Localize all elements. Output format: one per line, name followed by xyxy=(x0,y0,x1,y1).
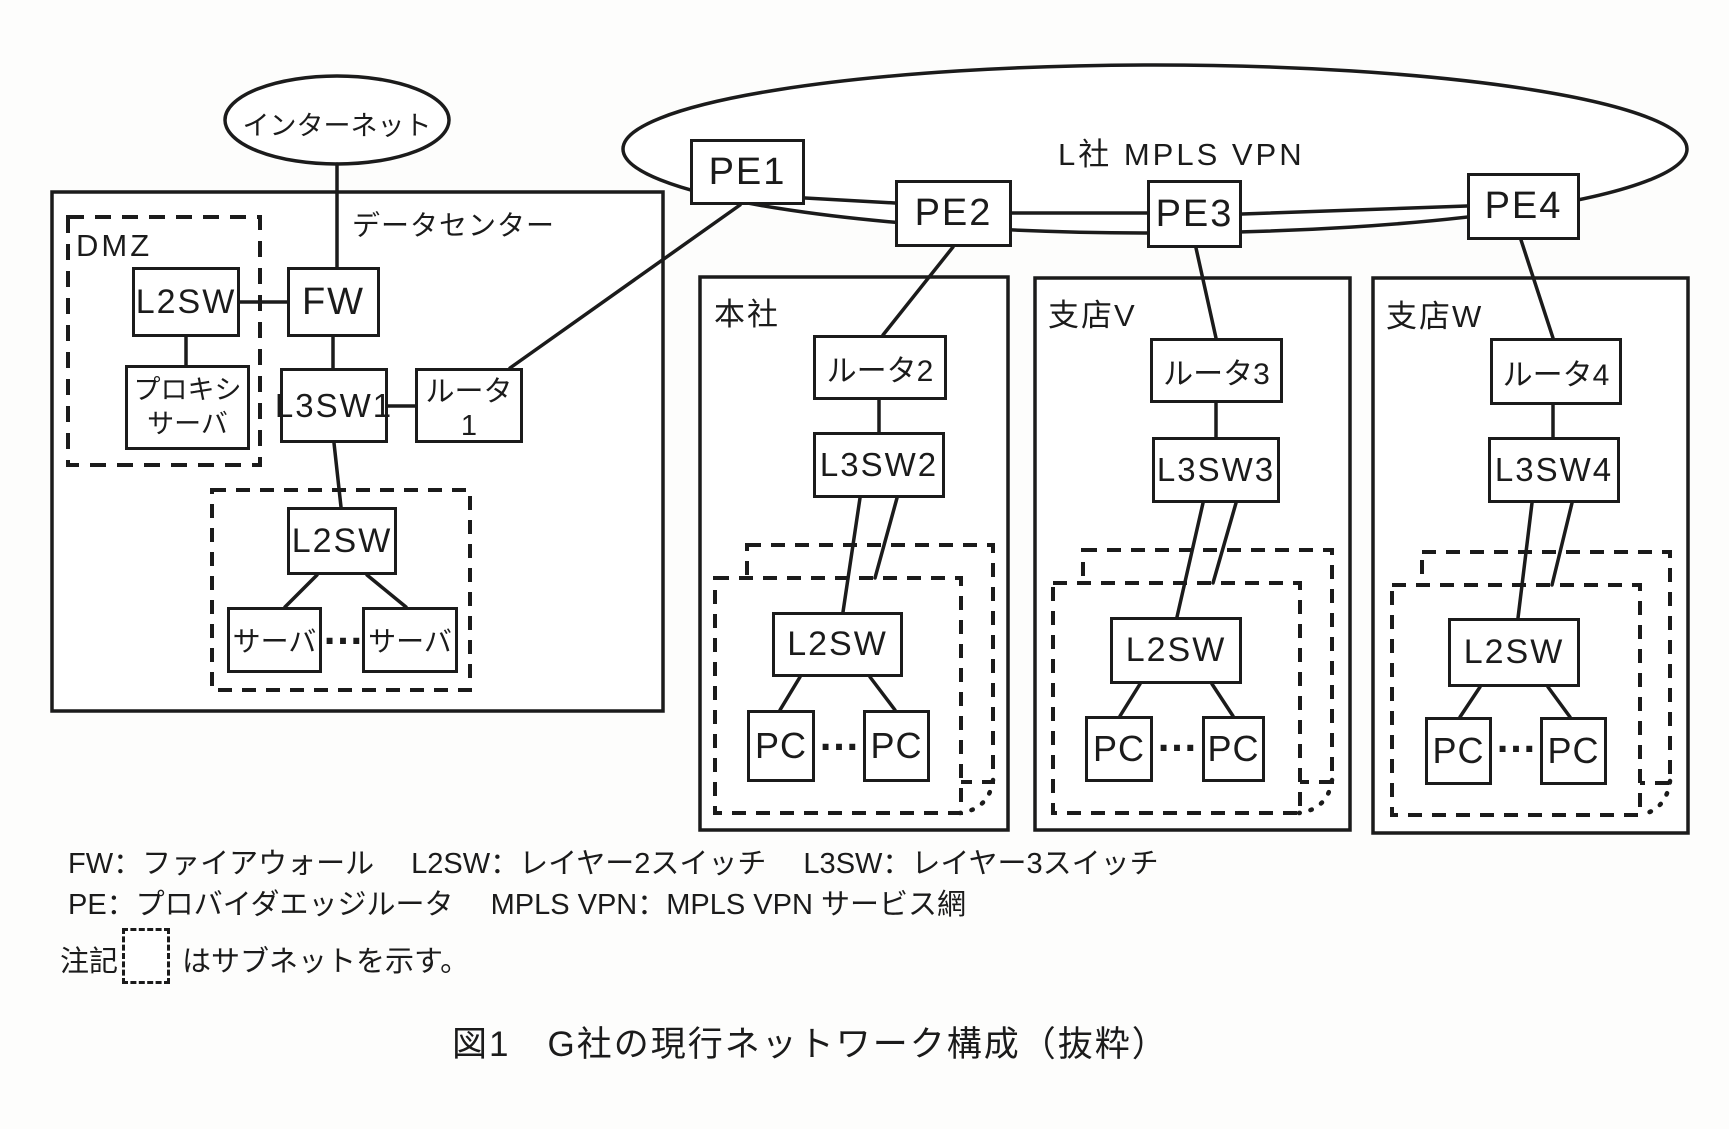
bw-pc-left-node: PC xyxy=(1425,717,1492,785)
bv-pc-right-node: PC xyxy=(1202,716,1265,782)
bv-router3-node: ルータ3 xyxy=(1150,338,1283,403)
ho-pc-ellipsis: … xyxy=(818,712,862,759)
dc-dmz-l2sw-node: L2SW xyxy=(132,267,240,337)
mpls-vpn-label: L社 MPLS VPN xyxy=(1058,137,1305,172)
subnet-stack-curls xyxy=(957,777,1673,818)
bw-router4-node: ルータ4 xyxy=(1490,338,1622,405)
dc-proxy-server-node: プロキシ サーバ xyxy=(125,365,250,450)
figure-caption: 図1 G社の現行ネットワーク構成（抜粋） xyxy=(452,1025,1169,1064)
dc-server-left-node: サーバ xyxy=(227,607,322,673)
dc-server-right-node: サーバ xyxy=(362,607,458,673)
bv-l2sw-node: L2SW xyxy=(1110,617,1242,684)
bw-l2sw-node: L2SW xyxy=(1448,618,1580,687)
proxy-label-line1: プロキシ xyxy=(133,374,242,405)
ho-l2sw-node: L2SW xyxy=(772,612,903,677)
ho-pc-left-node: PC xyxy=(747,710,815,782)
headoffice-label: 本社 xyxy=(714,297,780,332)
pe4-node: PE4 xyxy=(1467,173,1580,240)
ho-router2-node: ルータ2 xyxy=(813,335,947,400)
internet-label: インターネット xyxy=(242,111,432,141)
bv-pc-ellipsis: … xyxy=(1156,713,1200,760)
dc-subnet-l2sw-node: L2SW xyxy=(287,507,397,575)
proxy-label-line2: サーバ xyxy=(147,408,228,439)
dc-server-ellipsis: … xyxy=(322,606,366,653)
bv-pc-left-node: PC xyxy=(1085,716,1153,782)
dmz-label: DMZ xyxy=(76,228,153,263)
note-text: はサブネットを示す。 xyxy=(182,946,470,978)
branch-w-label: 支店W xyxy=(1386,299,1484,334)
dc-l3sw1-node: L3SW1 xyxy=(275,368,391,443)
bw-pc-ellipsis: … xyxy=(1495,714,1539,761)
bw-pc-right-node: PC xyxy=(1540,717,1607,785)
pe1-node: PE1 xyxy=(690,139,805,205)
note-label: 注記 xyxy=(60,946,119,978)
branch-v-label: 支店V xyxy=(1048,298,1137,333)
note-subnet-sample-box xyxy=(122,928,170,984)
legend-line-1: FW：ファイアウォール L2SW：レイヤー2スイッチ L3SW：レイヤー3スイッ… xyxy=(68,848,1159,880)
dmz-dashed-box xyxy=(66,215,262,467)
pe3-node: PE3 xyxy=(1147,180,1242,248)
connector-lines xyxy=(184,162,1574,719)
datacenter-label: データセンター xyxy=(352,210,556,241)
legend-line-2: PE：プロバイダエッジルータ MPLS VPN：MPLS VPN サービス網 xyxy=(68,889,966,921)
bv-l3sw3-node: L3SW3 xyxy=(1152,437,1280,503)
dc-subnet-dashed-box xyxy=(210,488,472,692)
bw-l3sw4-node: L3SW4 xyxy=(1488,437,1620,503)
dc-fw-node: FW xyxy=(287,267,380,337)
dc-router1-node: ルータ1 xyxy=(415,368,523,443)
ho-pc-right-node: PC xyxy=(863,710,930,782)
pe2-node: PE2 xyxy=(895,180,1012,247)
ho-l3sw2-node: L3SW2 xyxy=(813,432,945,498)
